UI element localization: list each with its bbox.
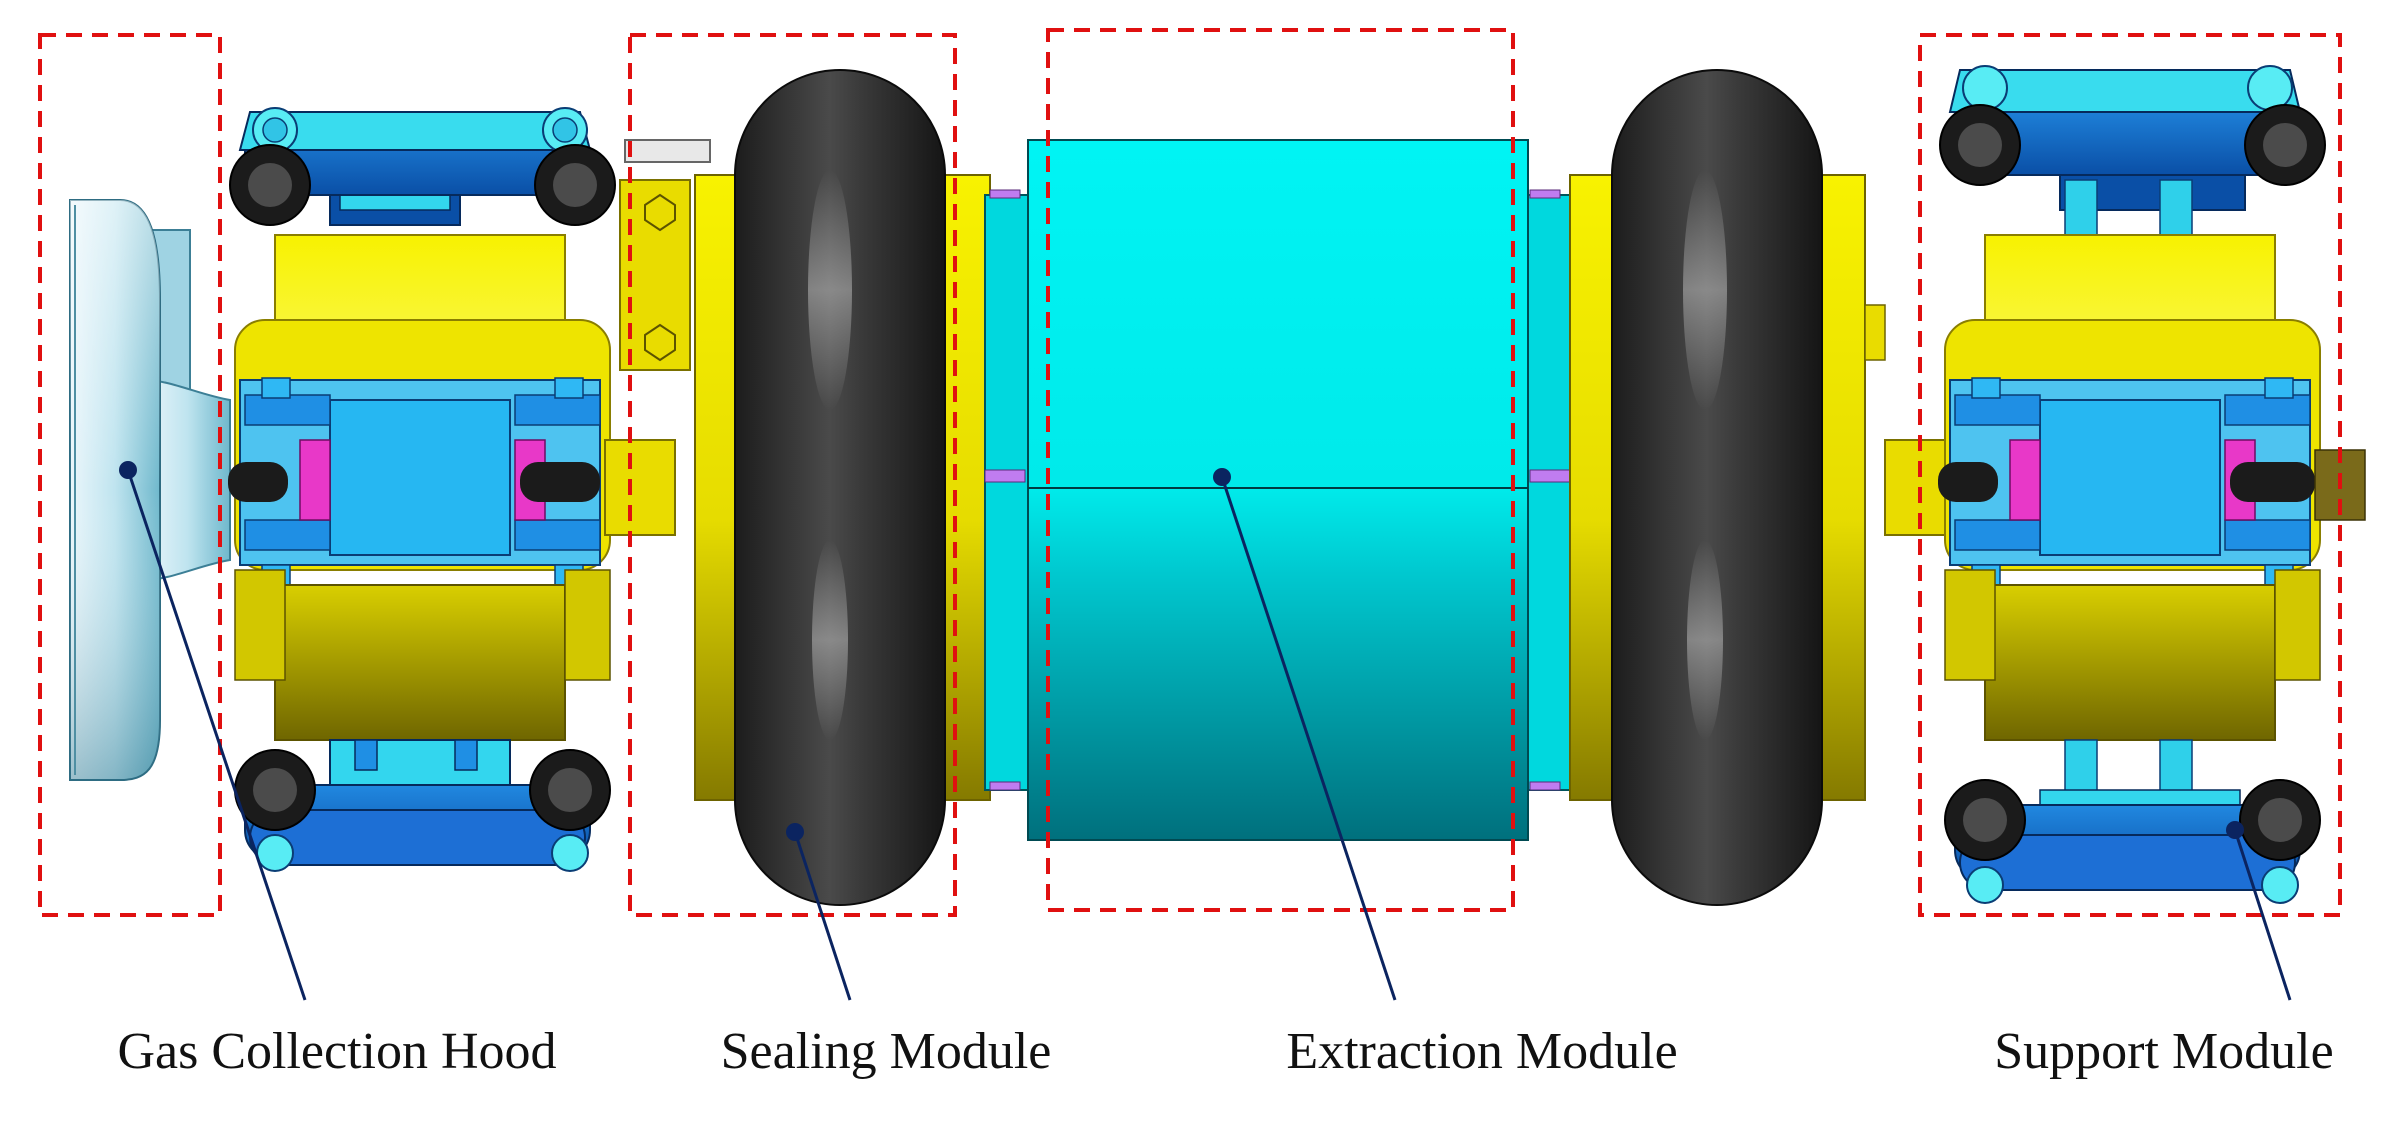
dot-extraction [1213,468,1231,486]
rear-seal [1569,69,1946,906]
label-sealing-module: Sealing Module [721,1023,1052,1080]
frame-sealing [628,33,957,917]
leader-sealing [793,831,852,1001]
label-extraction-module: Extraction Module [1286,1023,1677,1080]
frame-gas-hood [38,33,222,917]
leader-gas-hood [126,469,307,1001]
leader-support [2233,829,2292,1001]
support-module [1938,65,2366,904]
frame-support [1918,33,2342,917]
frame-extraction [1046,28,1515,912]
left-adapter-unit [228,107,616,872]
leader-lines [126,469,2292,1001]
dot-gas-hood [119,461,137,479]
extraction-module [984,139,1571,841]
labels: Gas Collection Hood Sealing Module Extra… [117,1023,2333,1080]
leader-extraction [1220,476,1397,1001]
sealing-module [604,69,991,906]
module-frames [38,28,2342,917]
dot-sealing [786,823,804,841]
label-support-module: Support Module [1994,1023,2333,1080]
dot-support [2226,821,2244,839]
leader-dots [119,461,2244,841]
gas-collection-hood [69,199,231,781]
label-gas-collection-hood: Gas Collection Hood [117,1023,556,1080]
